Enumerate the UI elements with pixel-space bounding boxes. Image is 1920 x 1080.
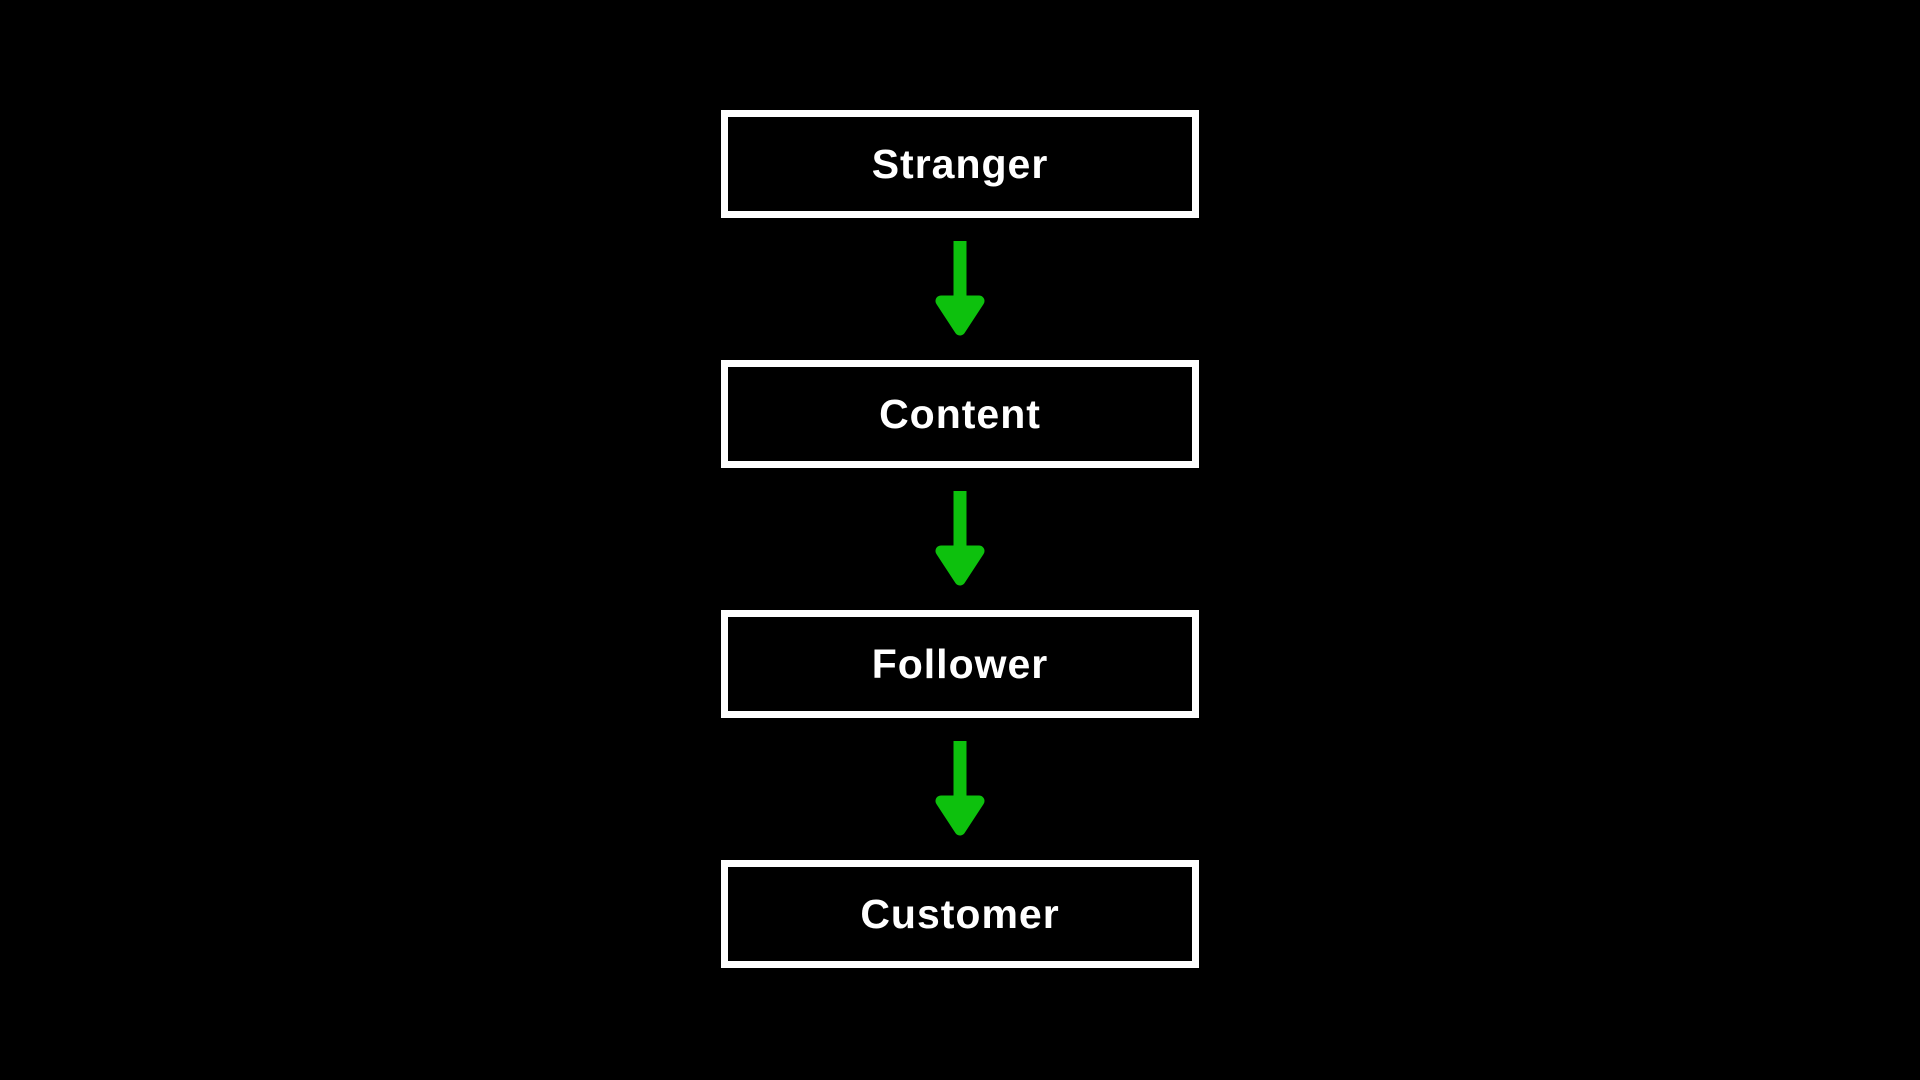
stage-box-content: Content (721, 360, 1199, 468)
stage-box-customer: Customer (721, 860, 1199, 968)
down-arrow-icon (935, 491, 985, 586)
funnel-flow: Stranger Content Follower Customer (721, 110, 1199, 968)
stage-label-content: Content (879, 390, 1041, 437)
stage-box-stranger: Stranger (721, 110, 1199, 218)
stage-label-follower: Follower (871, 640, 1049, 687)
stage-label-stranger: Stranger (871, 140, 1049, 187)
down-arrow-icon (935, 741, 985, 836)
stage-label-customer: Customer (860, 890, 1060, 937)
down-arrow-icon (935, 241, 985, 336)
stage-box-follower: Follower (721, 610, 1199, 718)
